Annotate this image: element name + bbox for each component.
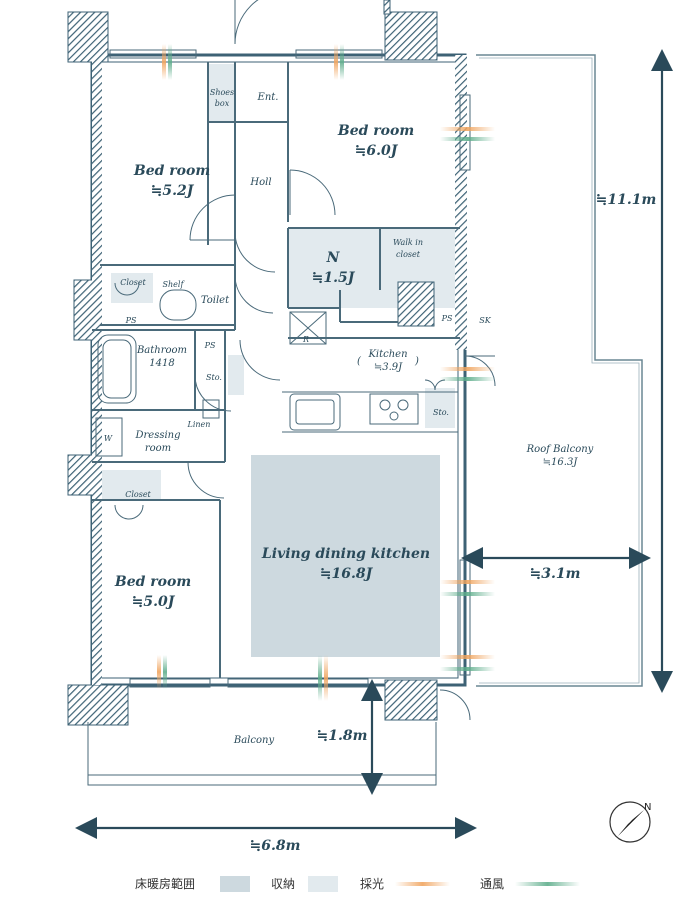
dressing-line2: room <box>145 443 171 454</box>
n-room-name: N <box>326 250 341 266</box>
legend-daylight-swatch <box>395 882 450 886</box>
kitchen-paren-right: ) <box>414 356 419 367</box>
closet-top-label: Closet <box>120 278 146 287</box>
bed3-size: ≒5.0J <box>132 594 176 610</box>
ps-right-label: PS <box>441 314 453 323</box>
hall-label: Holl <box>249 177 271 188</box>
windows <box>109 49 471 688</box>
r-label: R <box>302 335 309 344</box>
w-label: W <box>104 434 113 443</box>
closet-bottom-label: Closet <box>125 490 151 499</box>
pillars <box>67 0 467 726</box>
dimension-arrows <box>75 49 673 839</box>
bathroom-name: Bathroom <box>136 345 187 356</box>
linen-label: Linen <box>187 420 211 429</box>
walkin-line2: closet <box>396 250 421 259</box>
dimension-roof-width: ≒3.1m <box>530 566 581 582</box>
ps-left-label: PS <box>125 316 137 325</box>
dimension-height: ≒11.1m <box>596 192 657 208</box>
shoes-box-line2: box <box>215 99 230 108</box>
legend: 床暖房範囲 収納 採光 通風 <box>135 876 580 892</box>
sk-label: SK <box>479 316 491 325</box>
bathroom-code: 1418 <box>149 358 174 369</box>
compass-icon: N <box>609 801 651 843</box>
sto-left-label: Sto. <box>206 373 222 382</box>
ps-bath-label: PS <box>204 341 216 350</box>
ldk-size: ≒16.8J <box>320 566 374 582</box>
room-labels: Bed room ≒5.2J Bed room ≒6.0J Bed room ≒… <box>104 88 656 854</box>
bed2-size: ≒6.0J <box>355 143 399 159</box>
sto-right-label: Sto. <box>433 408 449 417</box>
bed2-name: Bed room <box>337 123 414 139</box>
bed1-name: Bed room <box>133 163 210 179</box>
legend-ventilation-label: 通風 <box>480 877 504 891</box>
ldk-name: Living dining kitchen <box>261 546 430 562</box>
floor-heating-area <box>251 455 440 657</box>
balcony-name: Balcony <box>233 735 275 746</box>
entrance-label: Ent. <box>257 92 279 103</box>
shoes-box-line1: Shoes <box>210 88 234 97</box>
roof-balcony-size: ≒16.3J <box>543 457 579 468</box>
roof-balcony-name: Roof Balcony <box>526 444 594 455</box>
bed3-name: Bed room <box>114 574 191 590</box>
svg-text:N: N <box>644 802 651 813</box>
legend-storage-swatch <box>308 876 338 892</box>
kitchen-paren-left: ( <box>357 356 362 367</box>
roof-balcony <box>476 54 643 687</box>
flow-markers <box>157 44 495 701</box>
legend-ventilation-swatch <box>515 882 580 886</box>
n-room-size: ≒1.5J <box>312 270 356 286</box>
legend-storage-label: 収納 <box>271 877 295 891</box>
storage-areas <box>95 64 460 500</box>
walkin-line1: Walk in <box>393 238 423 247</box>
legend-floor-heating-swatch <box>220 876 250 892</box>
legend-floor-heating-label: 床暖房範囲 <box>135 876 195 891</box>
legend-daylight-label: 採光 <box>360 877 384 891</box>
bed1-size: ≒5.2J <box>151 183 195 199</box>
toilet-label: Toilet <box>201 295 230 306</box>
balcony <box>87 722 437 786</box>
dressing-line1: Dressing <box>134 430 180 441</box>
fixtures <box>95 289 458 457</box>
kitchen-name: Kitchen <box>367 349 407 360</box>
kitchen-size: ≒3.9J <box>374 362 403 373</box>
dimension-total-width: ≒6.8m <box>250 838 301 854</box>
dimension-balcony-depth: ≒1.8m <box>317 728 368 744</box>
shelf-label: Shelf <box>163 280 186 289</box>
